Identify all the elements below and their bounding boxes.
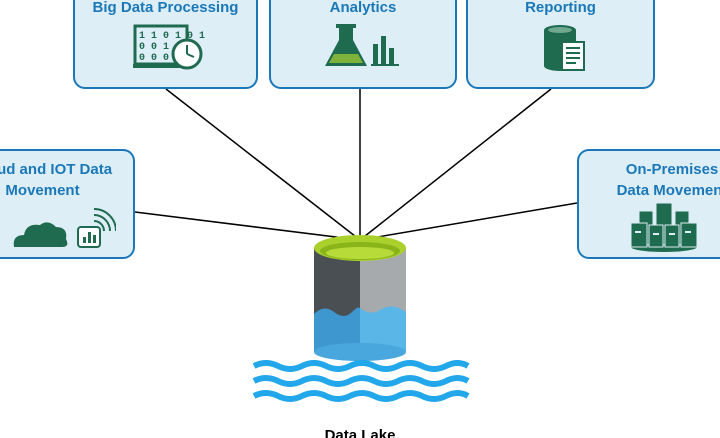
node-label-line2: Data Movement xyxy=(616,182,720,199)
binary-line-1: 1 1 0 1 0 1 xyxy=(139,31,205,42)
server-cluster-icon xyxy=(630,202,698,252)
node-cloud-iot: Cloud and IOT Data Movement xyxy=(0,149,135,259)
binary-line-3: 0 0 0 1 xyxy=(139,53,181,64)
connector-reporting xyxy=(359,88,552,241)
node-label-line1: On-Premises xyxy=(625,161,719,178)
node-on-premises: On-Premises Data Movement xyxy=(577,149,720,259)
connector-big-data xyxy=(165,88,361,241)
cloud-iot-icon xyxy=(13,208,116,248)
connector-cloud-iot xyxy=(134,211,361,241)
data-lake-label: Data Lake xyxy=(324,427,396,438)
database-report-icon xyxy=(544,25,585,71)
node-analytics: Analytics xyxy=(269,0,457,89)
flask-chart-icon xyxy=(325,24,399,66)
node-big-data-processing: Big Data Processing 1 1 0 1 0 1 0 0 1 0 … xyxy=(73,0,258,89)
node-label: Reporting xyxy=(525,0,596,16)
node-label-line2: Movement xyxy=(5,182,80,199)
node-label: Analytics xyxy=(329,0,397,16)
data-lake-cylinder-icon xyxy=(314,235,406,361)
water-waves-icon xyxy=(252,360,470,402)
connector-on-premises xyxy=(359,202,578,241)
node-label: Big Data Processing xyxy=(92,0,239,16)
binary-line-2: 0 0 1 0 xyxy=(139,42,181,53)
node-reporting: Reporting xyxy=(466,0,655,89)
node-label-line1: Cloud and IOT Data xyxy=(0,161,113,178)
binary-clock-icon: 1 1 0 1 0 1 0 0 1 0 0 0 0 1 xyxy=(133,24,205,70)
